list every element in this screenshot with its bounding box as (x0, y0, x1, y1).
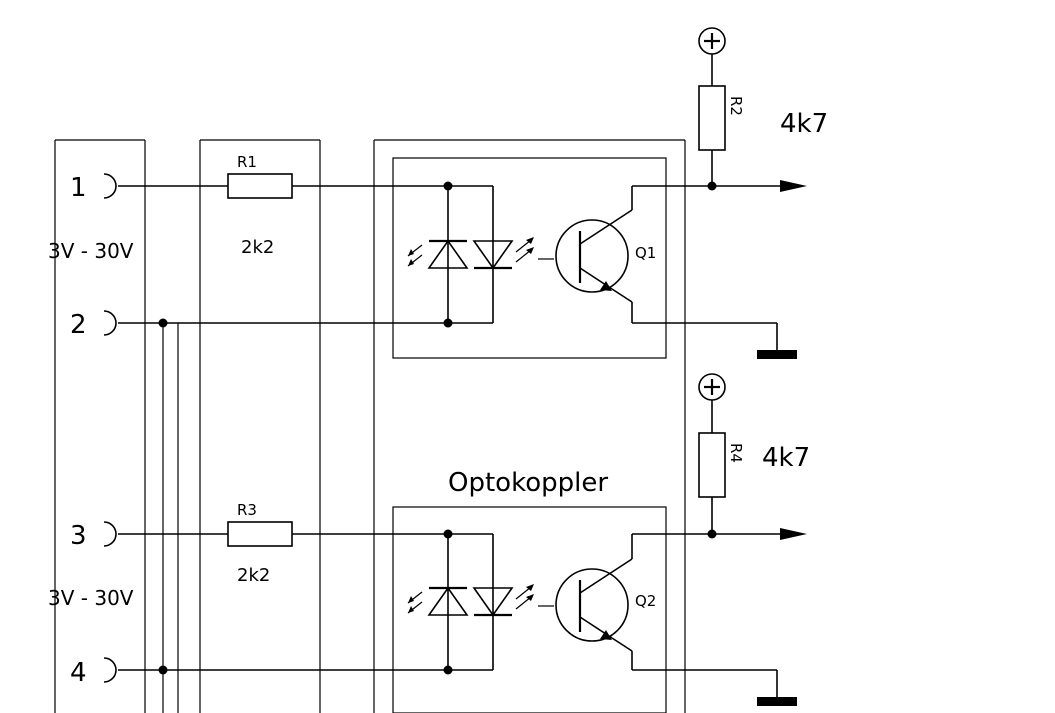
terminal-3-number: 3 (70, 521, 87, 551)
terminal-3-connector (103, 521, 117, 547)
resistor-r3-value: 2k2 (237, 565, 270, 586)
terminal-4-number: 4 (70, 658, 87, 688)
terminal-block-frame (54, 139, 146, 713)
supply-plus-icon (698, 27, 726, 55)
supply-plus-icon (698, 373, 726, 401)
terminal-2-connector (103, 310, 117, 336)
transistor-q1-ref: Q1 (635, 244, 656, 262)
transistor-q2-ref: Q2 (635, 592, 656, 610)
resistor-r4-value: 4k7 (762, 443, 810, 473)
resistor-r2-value: 4k7 (780, 109, 828, 139)
resistor-r1-ref: R1 (237, 153, 257, 171)
optocoupler-1-package (392, 157, 667, 359)
input-voltage-range-1: 3V - 30V (48, 239, 134, 263)
resistor-r4 (698, 432, 726, 498)
terminal-4-connector (103, 657, 117, 683)
optocoupler-block-frame (373, 139, 686, 713)
terminal-2-number: 2 (70, 310, 87, 340)
terminal-1-connector (103, 173, 117, 199)
output-arrow-2 (780, 528, 807, 540)
resistor-r1 (227, 173, 293, 199)
optocoupler-2-input (407, 529, 554, 675)
optocoupler-1-input (407, 181, 554, 328)
resistor-block-frame (199, 139, 321, 713)
resistor-r3-ref: R3 (237, 501, 257, 519)
resistor-r4-ref: R4 (727, 443, 745, 463)
input-voltage-range-2: 3V - 30V (48, 586, 134, 610)
optocoupler-label: Optokoppler (448, 468, 608, 498)
optocoupler-2-package (392, 506, 667, 713)
transistor-q1 (555, 186, 633, 323)
resistor-r3 (227, 521, 293, 547)
ground-icon (757, 350, 797, 359)
resistor-r2-ref: R2 (727, 96, 745, 116)
ground-icon (757, 697, 797, 706)
terminal-1-number: 1 (70, 173, 87, 203)
transistor-q2 (555, 534, 633, 670)
resistor-r1-value: 2k2 (241, 237, 274, 258)
output-arrow-1 (780, 180, 807, 192)
resistor-r2 (698, 85, 726, 151)
